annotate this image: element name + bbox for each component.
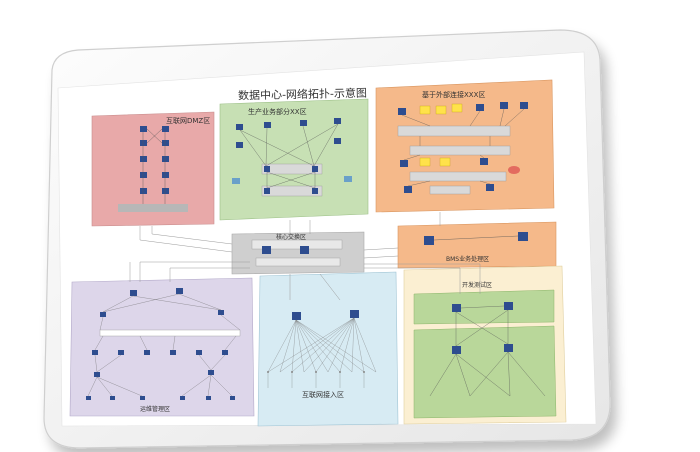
- bms-devices: [424, 232, 528, 245]
- external-devices: [397, 102, 528, 195]
- zone-label-bms: BMS业务处理区: [446, 256, 490, 263]
- zone-production: [219, 98, 369, 221]
- zone-dmz: [91, 111, 215, 227]
- inter-zone-links: [129, 212, 481, 301]
- zone-ops: [69, 277, 255, 417]
- ops-devices: [86, 288, 241, 400]
- zone-label-core: 核心交换区: [276, 234, 307, 241]
- zone-label-internet: 互联网接入区: [302, 391, 344, 399]
- devtest-devices: [452, 302, 513, 354]
- zone-label-devtest: 开发测试区: [462, 282, 493, 289]
- production-devices: [232, 118, 352, 197]
- internet-devices: [292, 310, 359, 320]
- zone-devtest-inner-bottom: [413, 325, 557, 419]
- zone-label-external: 基于外部连接XXX区: [422, 91, 486, 99]
- zone-internet: [257, 271, 399, 427]
- core-devices: [251, 239, 343, 267]
- zone-label-ops: 运维管理区: [140, 406, 171, 413]
- diagram-title: 数据中心-网络拓扑-示意图: [237, 86, 368, 103]
- zone-label-production: 生产业务部分XX区: [248, 108, 307, 116]
- dmz-devices: [118, 126, 188, 212]
- zone-label-dmz: 互联网DMZ区: [166, 117, 211, 125]
